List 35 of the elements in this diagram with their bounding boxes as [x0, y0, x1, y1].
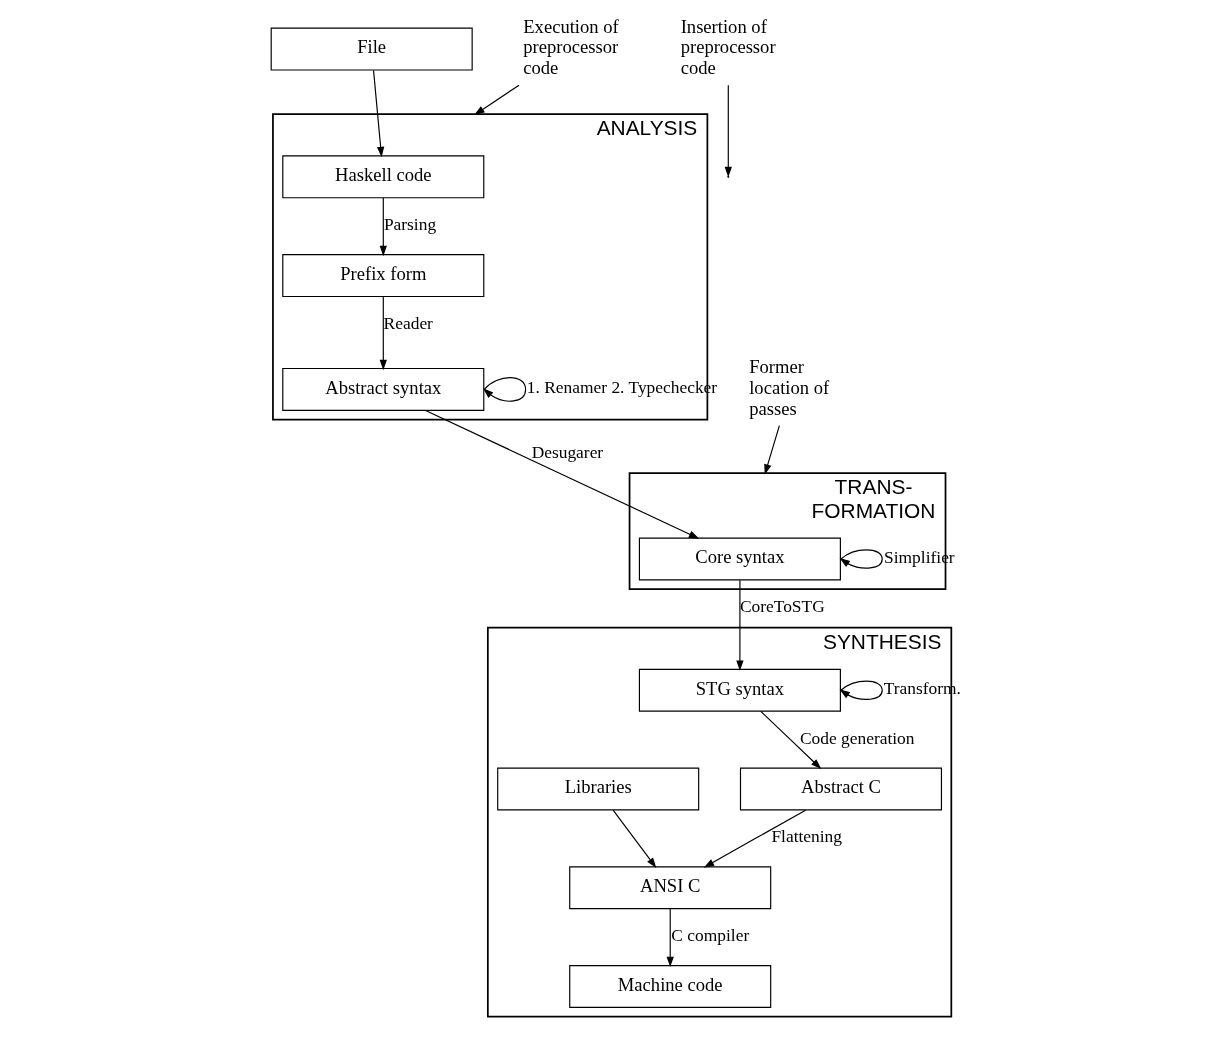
node-box: STG syntax: [638, 668, 841, 712]
arrow: [703, 809, 806, 868]
node-text: Former location of passes: [748, 355, 829, 419]
arrow: [839, 680, 883, 700]
arrow: [372, 69, 384, 158]
arrow: [724, 84, 732, 178]
arrow: [763, 425, 780, 475]
edge-label: Desugarer: [531, 441, 603, 462]
arrow: [424, 409, 699, 539]
arrow: [735, 579, 744, 671]
edge-label: Reader: [383, 313, 433, 333]
node-box: Core syntax: [638, 537, 841, 581]
node-box: Abstract C: [739, 767, 942, 811]
edge-label: C compiler: [670, 925, 749, 946]
node-box: Libraries: [496, 767, 699, 811]
arrow: [379, 296, 387, 371]
node-box: Machine code: [568, 964, 771, 1008]
edge-label: Parsing: [383, 214, 436, 235]
node-box: Prefix form: [281, 254, 484, 298]
edge-label: Code generation: [799, 727, 915, 748]
arrow: [473, 84, 520, 116]
node-box: Haskell code: [281, 155, 484, 199]
arrow: [666, 908, 674, 968]
node-box: ANSI C: [568, 866, 771, 910]
edge-label: Flattening: [770, 826, 842, 847]
arrow: [612, 809, 656, 868]
arrow: [482, 377, 526, 402]
node-box: Abstract syntax: [281, 367, 484, 411]
node-text: Insertion of preprocessor code: [680, 15, 776, 79]
node-box: File: [270, 27, 473, 71]
arrow: [759, 710, 821, 770]
arrow: [839, 549, 883, 569]
node-text: Execution of preprocessor code: [522, 15, 619, 79]
edge-label: CoreToSTG: [739, 596, 825, 617]
arrow: [379, 197, 387, 257]
